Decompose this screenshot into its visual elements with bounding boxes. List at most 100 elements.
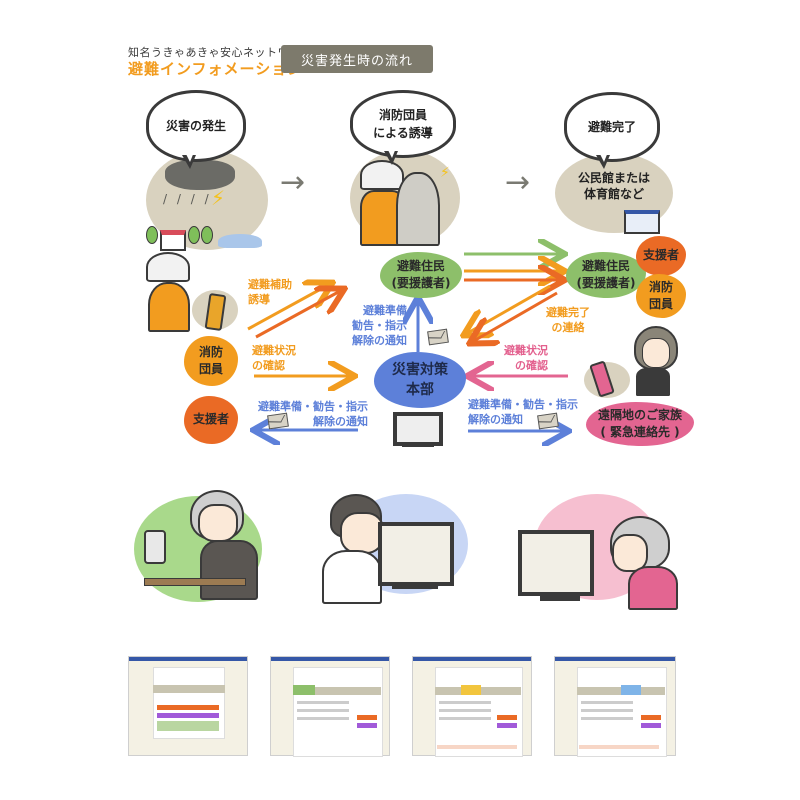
arrow-assist-red: [255, 290, 342, 339]
elder-figure: [396, 172, 440, 246]
footer-notice: [579, 745, 659, 749]
speech-bubble-disaster: 災害の発生: [146, 90, 246, 162]
window-titlebar: [413, 657, 531, 661]
video-call-monitor-icon: [378, 522, 454, 586]
label-assist: 避難補助誘導: [248, 278, 292, 306]
side-button: [497, 723, 517, 728]
section-title-badge: 災害発生時の流れ: [281, 45, 433, 73]
step-arrow-icon: →: [505, 165, 531, 200]
family-member-face: [642, 338, 670, 368]
nav-bar: [293, 687, 381, 695]
content-line: [439, 709, 491, 712]
node-remote-family: 遠隔地のご家族( 緊急連絡先 ): [586, 402, 694, 446]
flood-water-icon: [218, 234, 262, 248]
speech-bubble-guidance: 消防団員による誘導: [350, 90, 456, 158]
tree-icon: [146, 226, 158, 244]
monitor-stand: [402, 442, 434, 447]
community-hall-icon: [624, 210, 660, 234]
node-evacuees-right: 避難住民(要援護者): [566, 252, 646, 298]
content-line: [581, 709, 633, 712]
family-member-body: [636, 368, 670, 396]
arrow-complete-red: [472, 291, 558, 342]
table: [144, 578, 246, 586]
mail-icon: [267, 412, 289, 430]
tree-icon: [201, 226, 213, 244]
content-line: [581, 701, 633, 704]
nav-bar: [153, 685, 225, 693]
grandmother-face: [612, 534, 648, 572]
footer-notice: [437, 745, 517, 749]
tree-icon: [188, 226, 200, 244]
label-complete: 避難完了の連絡: [546, 306, 590, 334]
window-titlebar: [271, 657, 389, 661]
mail-icon: [537, 412, 559, 430]
label-notify-center: 避難準備勧告・指示解除の通知: [352, 304, 407, 347]
elder-body: [200, 540, 258, 600]
monitor-stand: [392, 584, 438, 589]
button-row: [157, 713, 219, 718]
content-line: [297, 701, 349, 704]
side-button: [641, 715, 661, 720]
storm-cloud-icon: [165, 160, 235, 190]
screenshot-top-page[interactable]: [128, 656, 248, 756]
grandmother-body: [628, 566, 678, 610]
side-button: [357, 723, 377, 728]
content-line: [439, 717, 491, 720]
arrow-complete-orange: [466, 284, 551, 334]
camera-icon: [144, 530, 166, 564]
firefighter-figure: [148, 282, 190, 332]
node-firefighters-left: 消防団員: [184, 336, 238, 386]
mail-icon: [427, 328, 449, 346]
firefighter-helmet-icon: [360, 160, 404, 190]
node-evacuees-left: 避難住民(要援護者): [380, 252, 462, 298]
window-titlebar: [555, 657, 675, 661]
node-supporters-left: 支援者: [184, 396, 238, 444]
computer-monitor-icon: [393, 412, 443, 446]
side-button: [497, 715, 517, 720]
step-arrow-icon: →: [280, 165, 306, 200]
screenshot-evacuation-page[interactable]: [412, 656, 532, 757]
active-tab: [293, 685, 315, 695]
speech-bubble-complete: 避難完了: [564, 92, 660, 162]
content-line: [297, 709, 349, 712]
node-supporters-right: 支援者: [636, 236, 686, 276]
node-firefighters-right: 消防団員: [636, 274, 686, 318]
staff-body: [322, 550, 382, 604]
page-body: [435, 667, 523, 757]
side-button: [641, 723, 661, 728]
house-icon: [160, 230, 186, 251]
shelter-text: 公民館または体育館など: [577, 170, 650, 201]
bubble-tail: [384, 148, 398, 165]
page-body: [293, 667, 383, 757]
video-call-monitor-icon: [518, 530, 594, 596]
bubble-text: 災害の発生: [165, 119, 226, 133]
illustration-row: [157, 721, 219, 731]
content-line: [297, 717, 349, 720]
lightning-icon: ⚡: [211, 186, 226, 210]
label-notify-right: 避難準備・勧告・指示解除の通知: [468, 398, 578, 426]
active-tab: [461, 685, 481, 695]
content-line: [439, 701, 491, 704]
elder-face: [198, 504, 238, 542]
node-disaster-hq: 災害対策本部: [374, 352, 466, 408]
bubble-tail: [596, 152, 610, 169]
button-row: [157, 705, 219, 710]
bubble-text: 避難完了: [587, 120, 636, 134]
content-line: [581, 717, 633, 720]
lightning-icon: ⚡: [440, 165, 450, 181]
side-button: [357, 715, 377, 720]
label-status-right: 避難状況の確認: [504, 344, 548, 372]
window-titlebar: [129, 657, 247, 661]
screenshot-safety-page[interactable]: [270, 656, 390, 757]
firefighter-helmet-icon: [146, 252, 190, 282]
brand-title: 避難インフォメーション: [128, 60, 304, 78]
bubble-text: 消防団員による誘導: [373, 108, 433, 140]
bubble-tail: [182, 152, 196, 169]
screenshot-video-call-page[interactable]: [554, 656, 676, 757]
page-body: [577, 667, 667, 757]
brand-subtitle: 知名うきゃあきゃ安心ネットワーク: [128, 46, 312, 59]
monitor-stand: [540, 596, 580, 601]
label-status-left: 避難状況の確認: [252, 344, 296, 372]
rain-icon: / / / /: [163, 192, 212, 206]
